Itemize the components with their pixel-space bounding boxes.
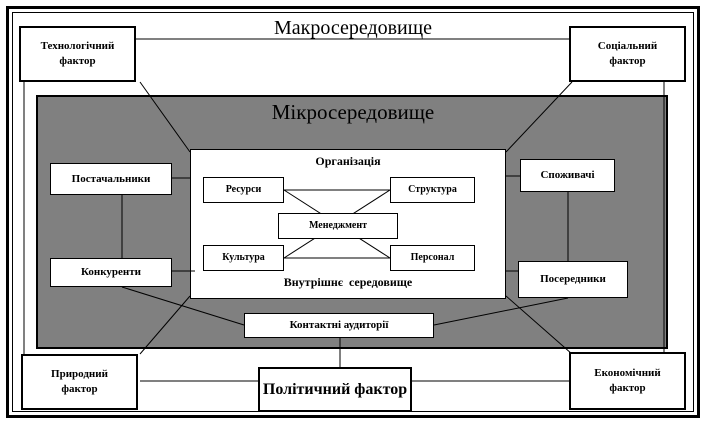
- economic-factor-label: Економічний фактор: [594, 367, 661, 394]
- economic-factor-box: Економічний фактор: [569, 352, 686, 410]
- audiences-box: Контактні аудиторії: [244, 313, 434, 338]
- micro-title: Мікросередовище: [271, 100, 435, 124]
- consumers-box: Споживачі: [520, 159, 615, 192]
- technological-factor-box: Технологічний фактор: [19, 26, 136, 82]
- competitors-box: Конкуренти: [50, 258, 172, 287]
- management-box: Менеджмент: [278, 213, 398, 239]
- culture-box: Культура: [203, 245, 284, 271]
- political-factor-box: Політичний фактор: [258, 367, 412, 412]
- political-factor-label: Політичний фактор: [262, 380, 408, 398]
- internal-environment-label: Внутрішнє середовище: [283, 275, 413, 289]
- organization-title: Організація: [315, 154, 381, 168]
- social-factor-label: Соціальний фактор: [597, 40, 658, 67]
- macro-title: Макросередовище: [273, 17, 433, 39]
- technological-factor-label: Технологічний фактор: [40, 40, 115, 67]
- suppliers-box: Постачальники: [50, 163, 172, 195]
- social-factor-box: Соціальний фактор: [569, 26, 686, 82]
- resources-box: Ресурси: [203, 177, 284, 203]
- natural-factor-label: Природний фактор: [51, 368, 108, 395]
- structure-box: Структура: [390, 177, 475, 203]
- natural-factor-box: Природний фактор: [21, 354, 138, 410]
- personnel-box: Персонал: [390, 245, 475, 271]
- intermediaries-box: Посередники: [518, 261, 628, 298]
